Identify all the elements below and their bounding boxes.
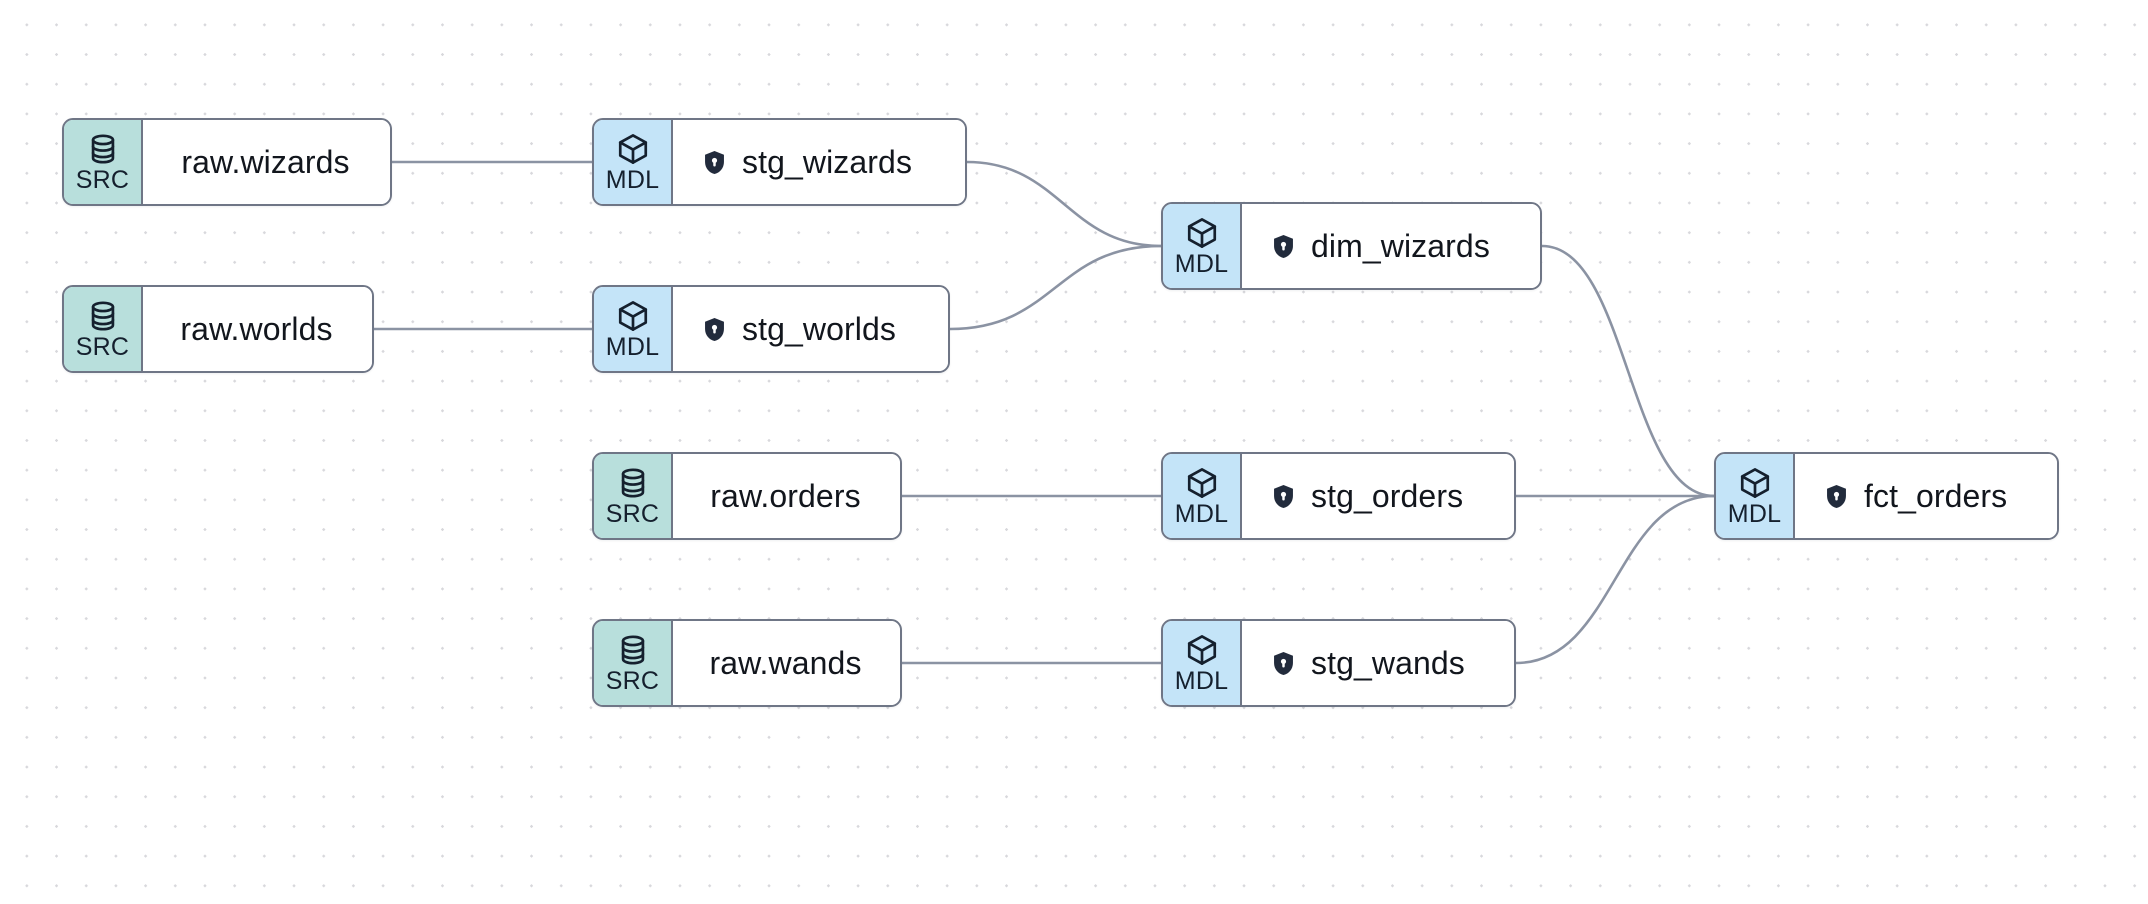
node-kind-badge: MDL xyxy=(1163,621,1242,705)
shield-lock-icon xyxy=(1270,233,1297,260)
shield-lock-icon xyxy=(1823,483,1850,510)
cube-icon xyxy=(1185,633,1219,667)
shield-lock-icon xyxy=(701,149,728,176)
node-stg-worlds[interactable]: MDL stg_worlds xyxy=(592,285,950,373)
node-body: stg_wands xyxy=(1242,621,1514,705)
node-dim-wizards[interactable]: MDL dim_wizards xyxy=(1161,202,1542,290)
cube-icon xyxy=(1185,216,1219,250)
node-kind-label: MDL xyxy=(1174,249,1229,278)
node-fct-orders[interactable]: MDL fct_orders xyxy=(1714,452,2059,540)
node-kind-badge: MDL xyxy=(1163,204,1242,288)
cube-icon xyxy=(1738,466,1772,500)
node-kind-badge: MDL xyxy=(594,287,673,371)
node-body: fct_orders xyxy=(1795,454,2057,538)
node-kind-label: SRC xyxy=(75,332,130,361)
node-label: raw.orders xyxy=(710,478,861,514)
node-raw-wands[interactable]: SRC raw.wands xyxy=(592,619,902,707)
node-label: raw.worlds xyxy=(180,311,333,347)
node-body: raw.orders xyxy=(673,454,900,538)
node-kind-badge: MDL xyxy=(594,120,673,204)
node-stg-wizards[interactable]: MDL stg_wizards xyxy=(592,118,967,206)
node-kind-badge: SRC xyxy=(64,287,143,371)
node-raw-orders[interactable]: SRC raw.orders xyxy=(592,452,902,540)
edge-stg-wands-to-fct-orders xyxy=(1514,494,1716,665)
node-kind-badge: MDL xyxy=(1163,454,1242,538)
database-icon xyxy=(86,299,120,333)
node-body: raw.wizards xyxy=(143,120,390,204)
node-label: raw.wands xyxy=(709,645,862,681)
node-kind-label: SRC xyxy=(605,499,660,528)
node-kind-label: MDL xyxy=(1174,499,1229,528)
node-body: stg_orders xyxy=(1242,454,1514,538)
node-raw-wizards[interactable]: SRC raw.wizards xyxy=(62,118,392,206)
node-kind-badge: SRC xyxy=(64,120,143,204)
node-body: stg_worlds xyxy=(673,287,948,371)
node-kind-label: SRC xyxy=(605,666,660,695)
shield-lock-icon xyxy=(701,316,728,343)
node-kind-label: MDL xyxy=(605,332,660,361)
node-kind-label: MDL xyxy=(1727,499,1782,528)
node-body: stg_wizards xyxy=(673,120,965,204)
node-label: stg_orders xyxy=(1311,478,1464,514)
node-kind-badge: MDL xyxy=(1716,454,1795,538)
node-raw-worlds[interactable]: SRC raw.worlds xyxy=(62,285,374,373)
cube-icon xyxy=(1185,466,1219,500)
node-kind-badge: SRC xyxy=(594,621,673,705)
node-kind-label: SRC xyxy=(75,165,130,194)
node-label: fct_orders xyxy=(1864,478,2008,514)
edge-stg-wizards-to-dim-wizards xyxy=(965,160,1163,248)
node-kind-label: MDL xyxy=(1174,666,1229,695)
cube-icon xyxy=(616,299,650,333)
node-kind-badge: SRC xyxy=(594,454,673,538)
node-kind-label: MDL xyxy=(605,165,660,194)
node-body: raw.wands xyxy=(673,621,900,705)
database-icon xyxy=(616,466,650,500)
node-label: stg_wizards xyxy=(742,144,913,180)
shield-lock-icon xyxy=(1270,650,1297,677)
node-label: dim_wizards xyxy=(1311,228,1490,264)
node-label: raw.wizards xyxy=(181,144,350,180)
node-stg-orders[interactable]: MDL stg_orders xyxy=(1161,452,1516,540)
database-icon xyxy=(616,633,650,667)
cube-icon xyxy=(616,132,650,166)
node-label: stg_wands xyxy=(1311,645,1465,681)
node-body: raw.worlds xyxy=(143,287,372,371)
node-body: dim_wizards xyxy=(1242,204,1540,288)
edge-dim-wizards-to-fct-orders xyxy=(1540,244,1716,498)
shield-lock-icon xyxy=(1270,483,1297,510)
edge-stg-worlds-to-dim-wizards xyxy=(948,244,1163,331)
database-icon xyxy=(86,132,120,166)
node-label: stg_worlds xyxy=(742,311,896,347)
node-stg-wands[interactable]: MDL stg_wands xyxy=(1161,619,1516,707)
